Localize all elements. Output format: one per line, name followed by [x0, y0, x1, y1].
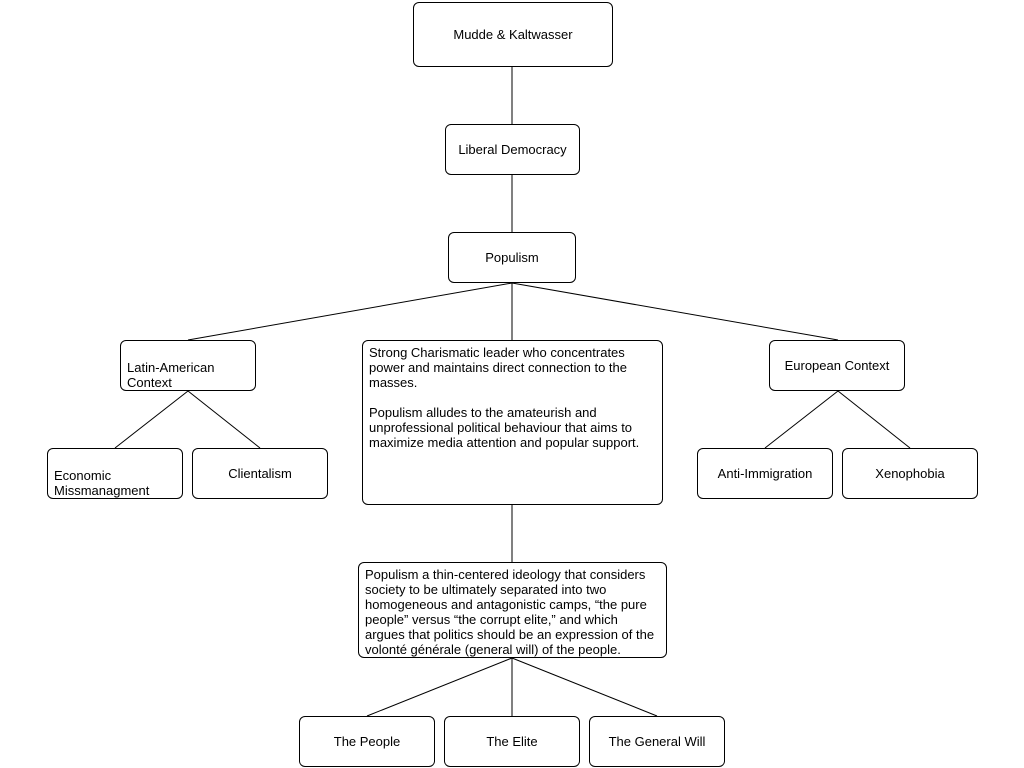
node-the-general-will: The General Will [589, 716, 725, 767]
edge-latin-clientalism [187, 390, 261, 449]
node-the-people-label: The People [333, 734, 401, 749]
edge-european-xenophobia [837, 390, 911, 449]
node-root-label: Mudde & Kaltwasser [453, 27, 573, 42]
edge-definition-generalwill [511, 657, 658, 717]
node-clientalism: Clientalism [192, 448, 328, 499]
node-charismatic-leader: Strong Charismatic leader who concentrat… [362, 340, 663, 505]
node-the-elite: The Elite [444, 716, 580, 767]
node-xenophobia-label: Xenophobia [875, 466, 945, 481]
edge-definition-people [366, 657, 513, 717]
node-latin-american-context-label: Latin-American Context [127, 360, 215, 390]
node-anti-immigration-label: Anti-Immigration [717, 466, 813, 481]
node-european-context-label: European Context [784, 358, 890, 373]
node-european-context: European Context [769, 340, 905, 391]
node-populism-definition-label: Populism a thin-centered ideology that c… [365, 567, 655, 657]
node-charismatic-paragraph-2: Populism alludes to the amateurish and u… [369, 405, 640, 450]
node-charismatic-paragraph-1: Strong Charismatic leader who concentrat… [369, 345, 627, 390]
node-populism: Populism [448, 232, 576, 283]
node-the-people: The People [299, 716, 435, 767]
node-economic-missmanagment-label: Economic Missmanagment [54, 468, 150, 498]
node-populism-label: Populism [485, 250, 539, 265]
node-latin-american-context: Latin-American Context [120, 340, 256, 391]
node-anti-immigration: Anti-Immigration [697, 448, 833, 499]
node-populism-definition: Populism a thin-centered ideology that c… [358, 562, 667, 658]
node-clientalism-label: Clientalism [228, 466, 292, 481]
node-the-elite-label: The Elite [486, 734, 538, 749]
node-liberal-democracy: Liberal Democracy [445, 124, 580, 175]
edge-populism-european [511, 282, 839, 341]
edge-latin-economic [114, 390, 189, 449]
edge-populism-latin [187, 282, 513, 341]
node-xenophobia: Xenophobia [842, 448, 978, 499]
edge-european-antiimmigration [764, 390, 839, 449]
node-root: Mudde & Kaltwasser [413, 2, 613, 67]
node-the-general-will-label: The General Will [608, 734, 706, 749]
node-economic-missmanagment: Economic Missmanagment [47, 448, 183, 499]
node-liberal-democracy-label: Liberal Democracy [458, 142, 567, 157]
